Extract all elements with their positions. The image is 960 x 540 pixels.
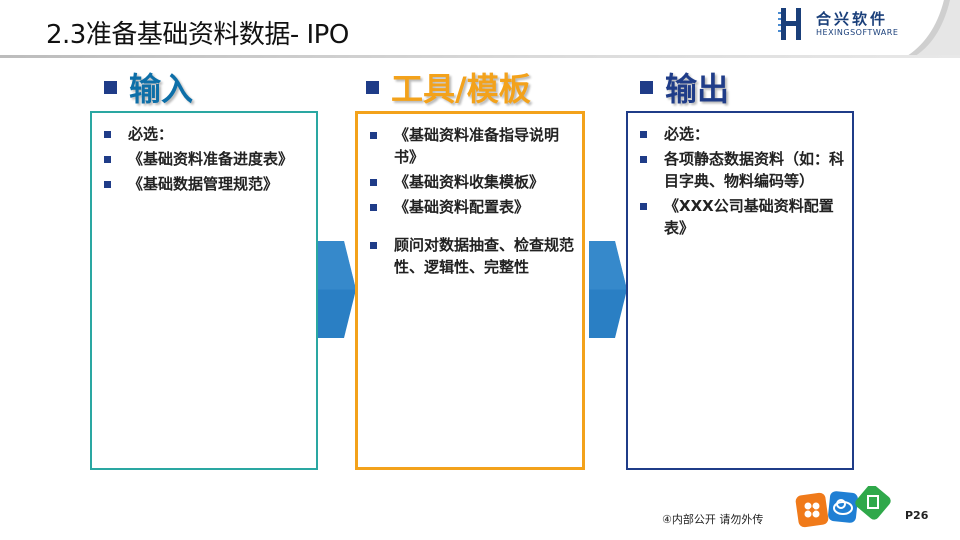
tools-heading-label: 工具/模板	[391, 70, 531, 108]
page-curl-decoration	[904, 0, 960, 58]
list-item: 《基础资料收集模板》	[370, 171, 574, 193]
bullet-icon	[370, 204, 377, 211]
cloud-icon	[828, 491, 858, 523]
list-item: 《基础资料配置表》	[370, 196, 574, 218]
company-logo: 合兴软件 HEXINGSOFTWARE	[772, 2, 922, 48]
list-item: 《XXX公司基础资料配置表》	[640, 195, 844, 239]
bullet-icon	[104, 156, 111, 163]
bullet-icon	[370, 179, 377, 186]
input-heading-label: 输入	[129, 70, 194, 108]
bullet-icon	[640, 156, 647, 163]
tools-box: 《基础资料准备指导说明书》 《基础资料收集模板》 《基础资料配置表》 顾问对数据…	[355, 111, 585, 470]
bullet-icon	[370, 132, 377, 139]
flower-icon	[795, 492, 829, 528]
input-heading: 输入	[104, 66, 193, 108]
page-title: 2.3准备基础资料数据- IPO	[46, 20, 349, 50]
list-item: 必选：	[640, 123, 844, 145]
list-item: 顾问对数据抽查、检查规范性、逻辑性、完整性	[370, 234, 574, 278]
arrow-right-icon	[589, 241, 627, 338]
output-heading: 输出	[640, 66, 729, 108]
output-box: 必选： 各项静态数据资料（如：科目字典、物料编码等） 《XXX公司基础资料配置表…	[626, 111, 854, 470]
list-item: 各项静态数据资料（如：科目字典、物料编码等）	[640, 148, 844, 192]
heading-square-icon	[366, 80, 379, 94]
bullet-icon	[104, 181, 111, 188]
h-logo-icon	[778, 8, 801, 40]
list-item: 《基础数据管理规范》	[104, 173, 308, 195]
output-heading-label: 输出	[665, 70, 730, 108]
logo-chinese-name: 合兴软件	[816, 10, 889, 28]
heading-square-icon	[640, 80, 653, 94]
bullet-icon	[640, 131, 647, 138]
confidential-note: ④内部公开 请勿外传	[662, 513, 764, 526]
header-divider	[0, 55, 960, 58]
header-bar: 2.3准备基础资料数据- IPO 合兴软件 HEXINGSOFTWARE	[0, 0, 960, 58]
tools-heading: 工具/模板	[366, 66, 531, 108]
list-item: 《基础资料准备进度表》	[104, 148, 308, 170]
document-icon	[855, 486, 891, 520]
list-item: 《基础资料准备指导说明书》	[370, 124, 574, 168]
bullet-icon	[104, 131, 111, 138]
logo-english-name: HEXINGSOFTWARE	[816, 28, 899, 37]
footer-icons	[795, 486, 891, 528]
page-number: P26	[905, 509, 929, 522]
list-item: 必选：	[104, 123, 308, 145]
bullet-icon	[370, 242, 377, 249]
input-box: 必选： 《基础资料准备进度表》 《基础数据管理规范》	[90, 111, 318, 470]
arrow-right-icon	[318, 241, 356, 338]
heading-square-icon	[104, 80, 117, 94]
bullet-icon	[640, 203, 647, 210]
